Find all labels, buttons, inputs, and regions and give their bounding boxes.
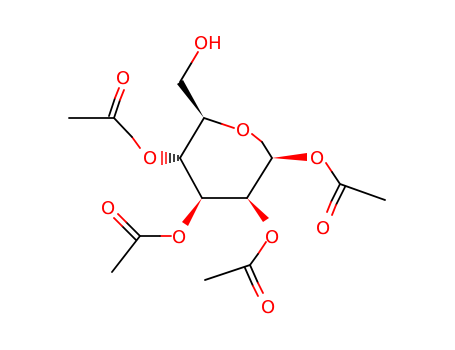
carbonyl-c2-a (249, 264, 259, 284)
acetate-c2: O O (204, 198, 279, 318)
ester-oxygen-c2-label: O (265, 227, 279, 248)
carbonyl-c4-a (113, 99, 121, 119)
wedge-c2-o (247, 198, 269, 222)
bond-o-cacyl-c4-red (131, 136, 141, 149)
ring-bond-c3-c4 (179, 157, 203, 199)
ring-bond-c1-c2 (246, 157, 273, 199)
ring-bond-c4-c5 (179, 117, 205, 159)
ester-oxygen-c1-label: O (310, 148, 324, 169)
carbonyl-c3-a-red (117, 213, 127, 223)
bond-o-cacyl-c1 (331, 171, 341, 185)
bond-o-cacyl-c1-red (325, 162, 333, 173)
wedge-c3-o (182, 198, 202, 226)
carbonyl-c3-a (125, 221, 141, 237)
carbonyl-c4-a-red (119, 89, 125, 101)
bond-c6-o-red (191, 51, 199, 63)
carbonyl-c2-a-red (257, 282, 264, 294)
ring-bond-o-c1-red (251, 133, 263, 143)
ester-oxygen-c3-label: O (172, 227, 186, 248)
carbonyl-c3-b (121, 225, 137, 241)
acetate-c1: O O (272, 148, 386, 239)
carbonyl-c4-b-red (114, 87, 120, 99)
acetate-c3: O O (101, 198, 202, 273)
ring-bond-c5-o-red (221, 123, 235, 129)
carbonyl-c2-b (244, 267, 254, 287)
carbonyl-oxygen-c1-label: O (316, 218, 330, 239)
carbonyl-oxygen-c3-label: O (101, 198, 115, 219)
ring-bond-o-c1 (261, 141, 273, 159)
ester-oxygen-c4-label: O (143, 148, 157, 169)
carbonyl-c1-a-red (326, 201, 332, 213)
wedge-c1-o (272, 153, 307, 161)
hydroxyl-label: OH (194, 33, 222, 54)
pyranose-ring (179, 117, 273, 199)
bond-o-cacyl-c4 (113, 117, 133, 138)
ring-bond-c5-o (203, 117, 223, 125)
acetate-c4: O O (68, 68, 179, 169)
methyl-c1 (339, 183, 386, 201)
bond-o-cacyl-c2-red (257, 241, 267, 255)
bond-o-cacyl-c2 (249, 253, 259, 266)
bond-c6-o (179, 61, 193, 83)
hydroxymethyl-group: OH (177, 33, 222, 118)
carbonyl-c1-a (330, 183, 341, 203)
carbonyl-c4-b (108, 97, 116, 117)
carbonyl-oxygen-c2-label: O (261, 297, 275, 318)
carbonyl-c2-b-red (252, 285, 259, 297)
methyl-c3 (111, 235, 141, 273)
carbonyl-c3-b-red (113, 217, 123, 227)
carbonyl-oxygen-c4-label: O (116, 68, 130, 89)
carbonyl-c1-b-red (331, 204, 337, 216)
carbonyl-c1-b (335, 186, 346, 206)
hashed-bond-c4-o (161, 151, 179, 165)
methyl-c2 (204, 264, 251, 281)
wedge-c5-c6 (177, 80, 204, 118)
ring-oxygen-label: O (236, 120, 250, 141)
